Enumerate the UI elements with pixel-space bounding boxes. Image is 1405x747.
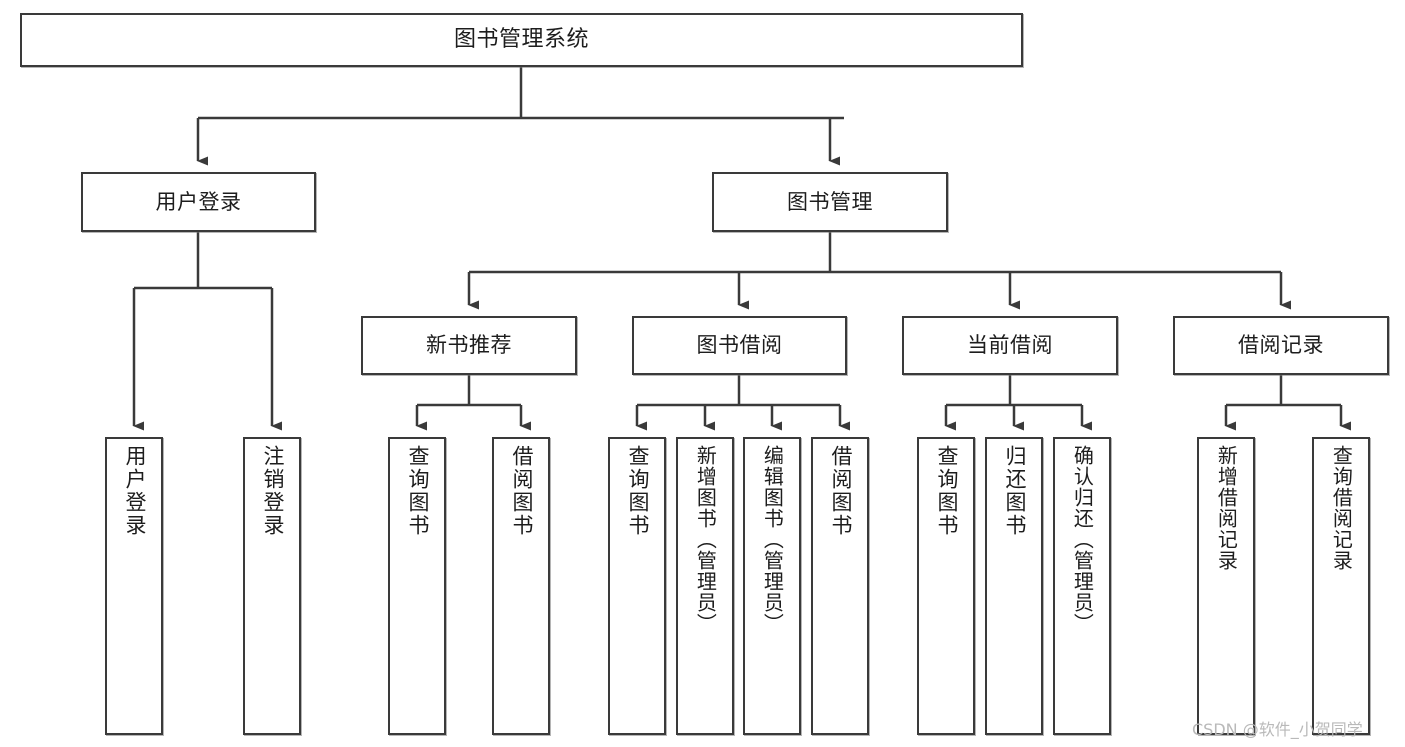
leaf-add-book-label: 新增图书（管理员） xyxy=(693,445,718,634)
leaf-query-book-current[interactable]: 查询图书 xyxy=(917,437,975,735)
node-current-borrow-label: 当前借阅 xyxy=(967,333,1053,358)
leaf-logout-label: 注销登录 xyxy=(260,445,285,537)
edge-root-to-level2 xyxy=(196,67,844,166)
leaf-borrow-book-borrow-label: 借阅图书 xyxy=(828,445,853,537)
leaf-add-borrow-record-label: 新增借阅记录 xyxy=(1214,445,1239,571)
leaf-query-borrow-record[interactable]: 查询借阅记录 xyxy=(1312,437,1370,735)
node-book-manage-label: 图书管理 xyxy=(787,189,873,214)
node-user-login-label: 用户登录 xyxy=(155,189,242,214)
leaf-query-book-borrow-label: 查询图书 xyxy=(625,445,650,537)
leaf-add-book[interactable]: 新增图书（管理员） xyxy=(676,437,734,735)
csdn-watermark: CSDN @软件_小贺同学 xyxy=(1192,720,1363,739)
leaf-query-book-recommend-label: 查询图书 xyxy=(405,445,430,537)
leaf-edit-book-label: 编辑图书（管理员） xyxy=(760,445,785,634)
node-user-login[interactable]: 用户登录 xyxy=(81,172,316,232)
node-new-book-recommend[interactable]: 新书推荐 xyxy=(361,316,577,375)
leaf-borrow-book-recommend-label: 借阅图书 xyxy=(509,445,534,537)
edge-book-borrow-to-leaves xyxy=(635,375,850,431)
leaf-query-borrow-record-label: 查询借阅记录 xyxy=(1329,445,1354,571)
edge-borrow-record-to-leaves xyxy=(1224,375,1351,431)
leaf-confirm-return[interactable]: 确认归还（管理员） xyxy=(1053,437,1111,735)
edge-book-manage-to-level3 xyxy=(467,232,1291,310)
leaf-user-login[interactable]: 用户登录 xyxy=(105,437,163,735)
edge-new-book-recommend-to-leaves xyxy=(415,375,531,431)
node-borrow-record-label: 借阅记录 xyxy=(1238,333,1324,358)
leaf-query-book-current-label: 查询图书 xyxy=(934,445,959,537)
leaf-user-login-label: 用户登录 xyxy=(122,445,147,537)
leaf-confirm-return-label: 确认归还（管理员） xyxy=(1070,445,1095,634)
leaf-query-book-borrow[interactable]: 查询图书 xyxy=(608,437,666,735)
node-borrow-record[interactable]: 借阅记录 xyxy=(1173,316,1389,375)
node-current-borrow[interactable]: 当前借阅 xyxy=(902,316,1118,375)
leaf-borrow-book-recommend[interactable]: 借阅图书 xyxy=(492,437,550,735)
node-book-borrow-label: 图书借阅 xyxy=(696,333,783,358)
edge-user-login-to-leaves xyxy=(132,232,282,431)
node-book-manage[interactable]: 图书管理 xyxy=(712,172,948,232)
leaf-add-borrow-record[interactable]: 新增借阅记录 xyxy=(1197,437,1255,735)
leaf-borrow-book-borrow[interactable]: 借阅图书 xyxy=(811,437,869,735)
node-root[interactable]: 图书管理系统 xyxy=(20,13,1023,67)
node-new-book-recommend-label: 新书推荐 xyxy=(426,333,512,358)
node-root-label: 图书管理系统 xyxy=(453,27,589,53)
node-book-borrow[interactable]: 图书借阅 xyxy=(632,316,847,375)
leaf-logout[interactable]: 注销登录 xyxy=(243,437,301,735)
leaf-edit-book[interactable]: 编辑图书（管理员） xyxy=(743,437,801,735)
leaf-return-book-label: 归还图书 xyxy=(1002,445,1027,537)
leaf-return-book[interactable]: 归还图书 xyxy=(985,437,1043,735)
leaf-query-book-recommend[interactable]: 查询图书 xyxy=(388,437,446,735)
edge-current-borrow-to-leaves xyxy=(944,375,1092,431)
